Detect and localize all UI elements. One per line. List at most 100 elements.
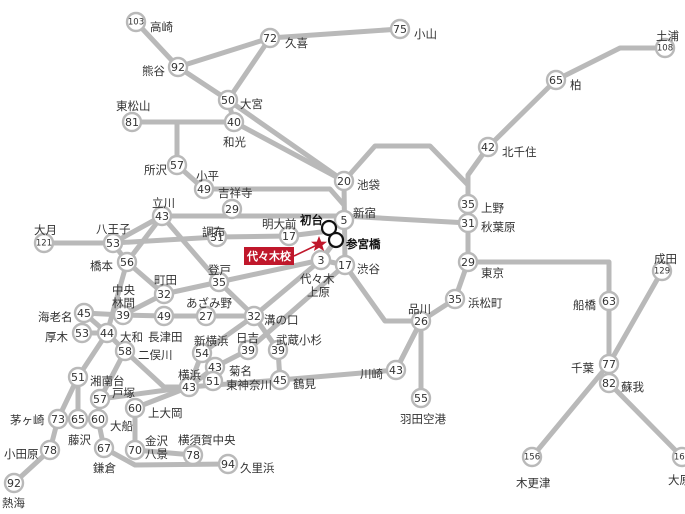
rail-line — [341, 143, 471, 324]
station-circle — [598, 372, 620, 394]
station-node-ofuna: 60 — [87, 408, 109, 430]
station-minutes: 77 — [602, 358, 616, 371]
station-circle — [410, 310, 432, 332]
station-circle — [310, 249, 332, 271]
station-circle — [67, 408, 89, 430]
station-circle — [89, 388, 111, 410]
station-circle — [477, 136, 499, 158]
station-node-funabashi: 63 — [598, 290, 620, 312]
station-minutes: 35 — [212, 276, 226, 289]
station-label-wako: 和光 — [223, 135, 246, 149]
station-label-yamato: 大和 — [120, 330, 143, 344]
station-circle — [259, 27, 281, 49]
station-minutes: 58 — [118, 345, 132, 358]
station-circle — [112, 304, 134, 326]
station-minutes: 27 — [199, 310, 213, 323]
station-node-tsuchiura: 108 — [654, 37, 676, 59]
station-label-chuorinkan_a: 中央 — [112, 283, 135, 297]
station-node-atami: 92 — [3, 472, 25, 494]
station-minutes: 73 — [51, 413, 65, 426]
station-node-nagatsuta: 49 — [153, 305, 175, 327]
station-label-kikuna: 菊名 — [229, 364, 252, 378]
station-circle — [195, 305, 217, 327]
campus-badge — [244, 247, 294, 265]
station-node-higashikanagawa: 51 — [202, 370, 224, 392]
station-minutes: 81 — [125, 116, 139, 129]
station-label-kisarazu: 木更津 — [516, 476, 551, 490]
station-node-ohara: 163 — [671, 446, 685, 468]
station-circle — [521, 446, 543, 468]
station-circle — [221, 198, 243, 220]
station-node-kashiwa: 65 — [545, 69, 567, 91]
station-label-shonandai: 湘南台 — [90, 374, 125, 388]
station-minutes: 31 — [210, 231, 224, 244]
station-minutes: 49 — [197, 183, 211, 196]
station-circle — [33, 232, 55, 254]
station-label-oyama: 小山 — [414, 27, 437, 41]
star-icon — [311, 236, 327, 251]
station-node-azamino: 27 — [195, 305, 217, 327]
station-minutes: 121 — [36, 239, 52, 249]
station-label-shibuya: 渋谷 — [357, 262, 380, 276]
station-label-mizonokuchi: 溝の口 — [264, 313, 299, 327]
station-node-fujisawa: 65 — [67, 408, 89, 430]
station-circle — [269, 369, 291, 391]
station-node-haneda: 55 — [410, 387, 432, 409]
station-node-narita: 129 — [651, 260, 673, 282]
station-label-meidaimae: 明大前 — [262, 217, 297, 231]
station-minutes: 60 — [128, 402, 142, 415]
station-label-kitasenju: 北千住 — [502, 145, 537, 159]
station-label-yokohama: 横浜 — [178, 368, 201, 382]
station-minutes: 35 — [461, 198, 475, 211]
station-node-chofu: 31 — [206, 226, 228, 248]
station-minutes: 82 — [602, 377, 616, 390]
station-node-yokosukachuo: 78 — [182, 444, 204, 466]
station-minutes: 94 — [221, 458, 235, 471]
station-label-hamamatsucho: 浜松町 — [468, 296, 503, 310]
station-circle — [93, 437, 115, 459]
station-circle — [96, 322, 118, 344]
station-label-tachikawa: 立川 — [152, 196, 175, 210]
station-circle — [208, 271, 230, 293]
station-node-machida: 32 — [153, 283, 175, 305]
station-circle — [167, 56, 189, 78]
station-node-kawasaki: 43 — [385, 359, 407, 381]
station-node-kamiooka: 60 — [124, 397, 146, 419]
station-circle — [243, 305, 265, 327]
campus-label: 代々木校 — [246, 249, 292, 263]
station-node-shibuya: 17 — [334, 254, 356, 276]
rail-line — [110, 228, 332, 246]
station-minutes: 53 — [106, 237, 120, 250]
station-minutes: 55 — [414, 392, 428, 405]
station-node-odawara: 78 — [39, 439, 61, 461]
station-minutes: 78 — [186, 449, 200, 462]
station-label-ofuna: 大船 — [110, 419, 133, 433]
station-label-kumagaya: 熊谷 — [142, 64, 165, 78]
station-label-hatsudai: 初台 — [300, 213, 323, 227]
station-minutes: 45 — [273, 374, 287, 387]
station-circle — [182, 444, 204, 466]
station-circle — [73, 302, 95, 324]
station-label-futamatagawa: 二俣川 — [138, 348, 173, 362]
station-circle — [3, 472, 25, 494]
station-node-wako: 40 — [223, 111, 245, 133]
station-label-kanazawahakkei_b: 八景 — [145, 447, 168, 461]
station-node-kichijoji: 29 — [221, 198, 243, 220]
station-minutes: 57 — [170, 159, 184, 172]
station-node-takasaki: 103 — [125, 11, 147, 33]
station-circle — [193, 178, 215, 200]
station-label-kashiwa: 柏 — [570, 78, 582, 92]
station-node-ikebukuro: 20 — [333, 170, 355, 192]
station-circle — [457, 251, 479, 273]
station-minutes: 53 — [75, 327, 89, 340]
station-label-ebina: 海老名 — [38, 310, 73, 324]
station-circle — [39, 439, 61, 461]
station-node-hashimoto: 56 — [116, 251, 138, 273]
station-label-akihabara: 秋葉原 — [481, 220, 516, 234]
station-minutes: 17 — [338, 259, 352, 272]
station-circle — [116, 251, 138, 273]
station-circle — [223, 111, 245, 133]
campus-marker: 代々木校 — [244, 236, 327, 265]
station-minutes: 39 — [116, 309, 130, 322]
station-label-tokyo: 東京 — [481, 266, 504, 280]
